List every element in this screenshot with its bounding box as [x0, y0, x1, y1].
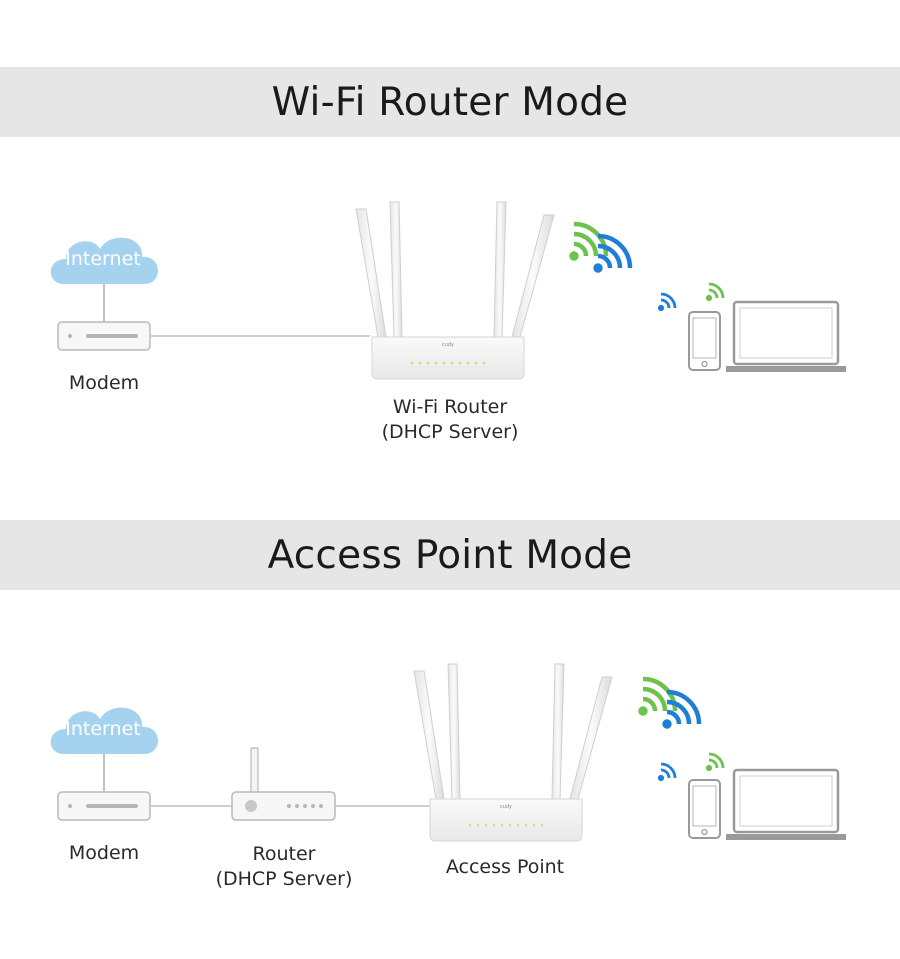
internet-label: Internet [65, 718, 140, 740]
dhcp-router-label-line2: (DHCP Server) [215, 868, 353, 890]
section-banner-router-mode: Wi-Fi Router Mode [0, 67, 900, 137]
client-devices-icon [687, 300, 848, 374]
modem-label: Modem [68, 842, 140, 864]
ap-mode-diagram: Internet cudy [50, 663, 848, 842]
wifi-signal-blue-icon [663, 692, 699, 728]
ap-brand-label: cudy [500, 804, 512, 810]
router-mode-diagram: Internet cudy [50, 201, 848, 380]
client-devices-icon [687, 768, 848, 842]
dhcp-router-label-line1: Router [252, 843, 316, 865]
section-banner-ap-mode: Access Point Mode [0, 520, 900, 590]
phone-wifi-icon [657, 762, 677, 782]
router-brand-label: cudy [442, 342, 454, 348]
section-title: Wi-Fi Router Mode [271, 79, 629, 125]
phone-wifi-icon [657, 292, 677, 313]
access-point-label: Access Point [445, 856, 565, 878]
wifi-router-icon [355, 201, 555, 380]
laptop-wifi-icon [705, 752, 725, 772]
modem-label: Modem [68, 372, 140, 394]
section-title: Access Point Mode [267, 532, 633, 578]
modem-icon [57, 321, 151, 351]
dhcp-router-label: Router (DHCP Server) [194, 842, 374, 892]
wifi-signal-green-icon [639, 679, 675, 715]
wifi-router-label-line2: (DHCP Server) [381, 421, 519, 443]
wifi-router-label-line1: Wi-Fi Router [392, 396, 508, 418]
modem-icon [57, 791, 151, 821]
access-point-icon [413, 663, 613, 842]
wifi-router-label: Wi-Fi Router (DHCP Server) [350, 395, 550, 445]
internet-label: Internet [65, 248, 140, 270]
laptop-wifi-icon [705, 282, 725, 303]
dhcp-router-icon [231, 747, 336, 821]
wifi-signal-blue-icon [594, 236, 630, 272]
